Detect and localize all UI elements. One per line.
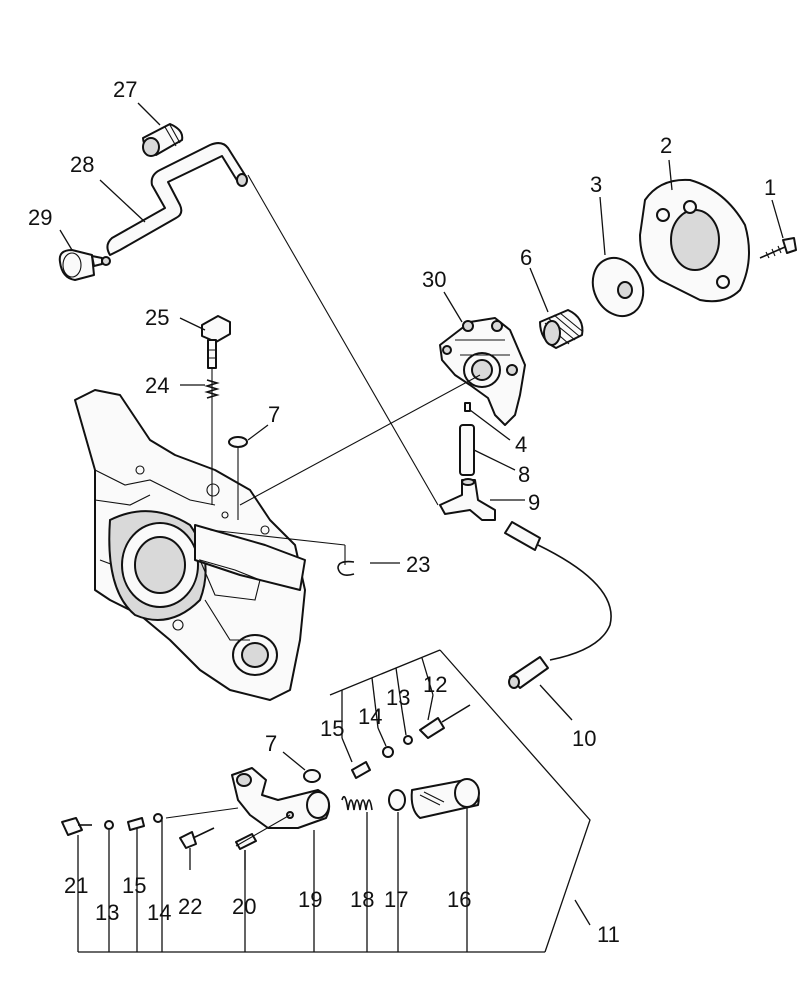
callout-13-lower: 13	[95, 900, 119, 925]
callout-14-upper: 14	[358, 704, 382, 729]
callout-20: 20	[232, 894, 256, 919]
callout-19: 19	[298, 887, 322, 912]
callout-22: 22	[178, 894, 202, 919]
part-15-spring-upper	[351, 761, 371, 779]
part-14-ball-upper	[382, 746, 394, 758]
callout-29: 29	[28, 205, 52, 230]
callout-6: 6	[520, 245, 532, 270]
part-1-screw	[759, 237, 797, 259]
callout-18: 18	[350, 887, 374, 912]
callout-24: 24	[145, 373, 169, 398]
part-12-nozzle	[419, 704, 471, 739]
part-10-hose	[504, 521, 612, 689]
callout-11: 11	[597, 922, 620, 947]
part-23-circlip	[337, 560, 355, 576]
part-21-bolt	[61, 817, 92, 836]
part-29-hose-fitting	[58, 249, 111, 281]
part-4-pin	[464, 402, 471, 412]
part-17-o-ring	[388, 789, 406, 811]
part-19-pump-housing	[231, 767, 331, 829]
callout-8: 8	[518, 462, 530, 487]
callout-23: 23	[406, 552, 430, 577]
part-24-spring	[204, 379, 220, 399]
part-30-oil-pump-body	[439, 317, 526, 426]
callout-9: 9	[528, 490, 540, 515]
part-13-ball-upper	[403, 735, 413, 745]
callout-15-lower: 15	[122, 873, 146, 898]
callout-28: 28	[70, 152, 94, 177]
part-13-ball-lower	[104, 820, 114, 830]
callout-7-lower: 7	[265, 731, 277, 756]
callout-25: 25	[145, 305, 169, 330]
part-3-plate	[591, 256, 645, 318]
callout-27: 27	[113, 77, 137, 102]
part-2-cover	[639, 178, 750, 303]
callout-labels: 27 28 29 25 24 7 23 30 6 3 2 1 4 8 9 10 …	[28, 77, 776, 947]
part-22-screw	[179, 827, 215, 849]
part-9-t-fitting	[439, 478, 496, 521]
callout-4: 4	[515, 432, 527, 457]
leader-lines	[59, 102, 784, 953]
part-6-worm-gear	[539, 309, 584, 349]
callout-2: 2	[660, 133, 672, 158]
callout-14-lower: 14	[147, 900, 171, 925]
part-15-spring-lower	[127, 817, 145, 831]
callout-15-upper: 15	[320, 716, 344, 741]
part-25-adjusting-screw	[201, 315, 231, 369]
callout-12: 12	[423, 672, 447, 697]
callout-10: 10	[572, 726, 596, 751]
part-27-hose-connector	[142, 123, 184, 157]
callout-7-upper: 7	[268, 402, 280, 427]
callout-1: 1	[764, 175, 776, 200]
callout-30: 30	[422, 267, 446, 292]
part-18-spring	[341, 795, 373, 811]
callout-17: 17	[384, 887, 408, 912]
part-7-o-ring-lower	[303, 769, 321, 783]
part-7-o-ring-upper	[228, 436, 248, 448]
part-8-tube	[459, 424, 475, 476]
part-28-oil-hose	[106, 142, 248, 256]
callout-13-upper: 13	[386, 685, 410, 710]
callout-16: 16	[447, 887, 471, 912]
part-14-ball-lower	[153, 813, 163, 823]
part-16-plunger	[410, 778, 480, 819]
crankcase-housing	[74, 389, 306, 701]
callout-3: 3	[590, 172, 602, 197]
callout-21: 21	[64, 873, 88, 898]
